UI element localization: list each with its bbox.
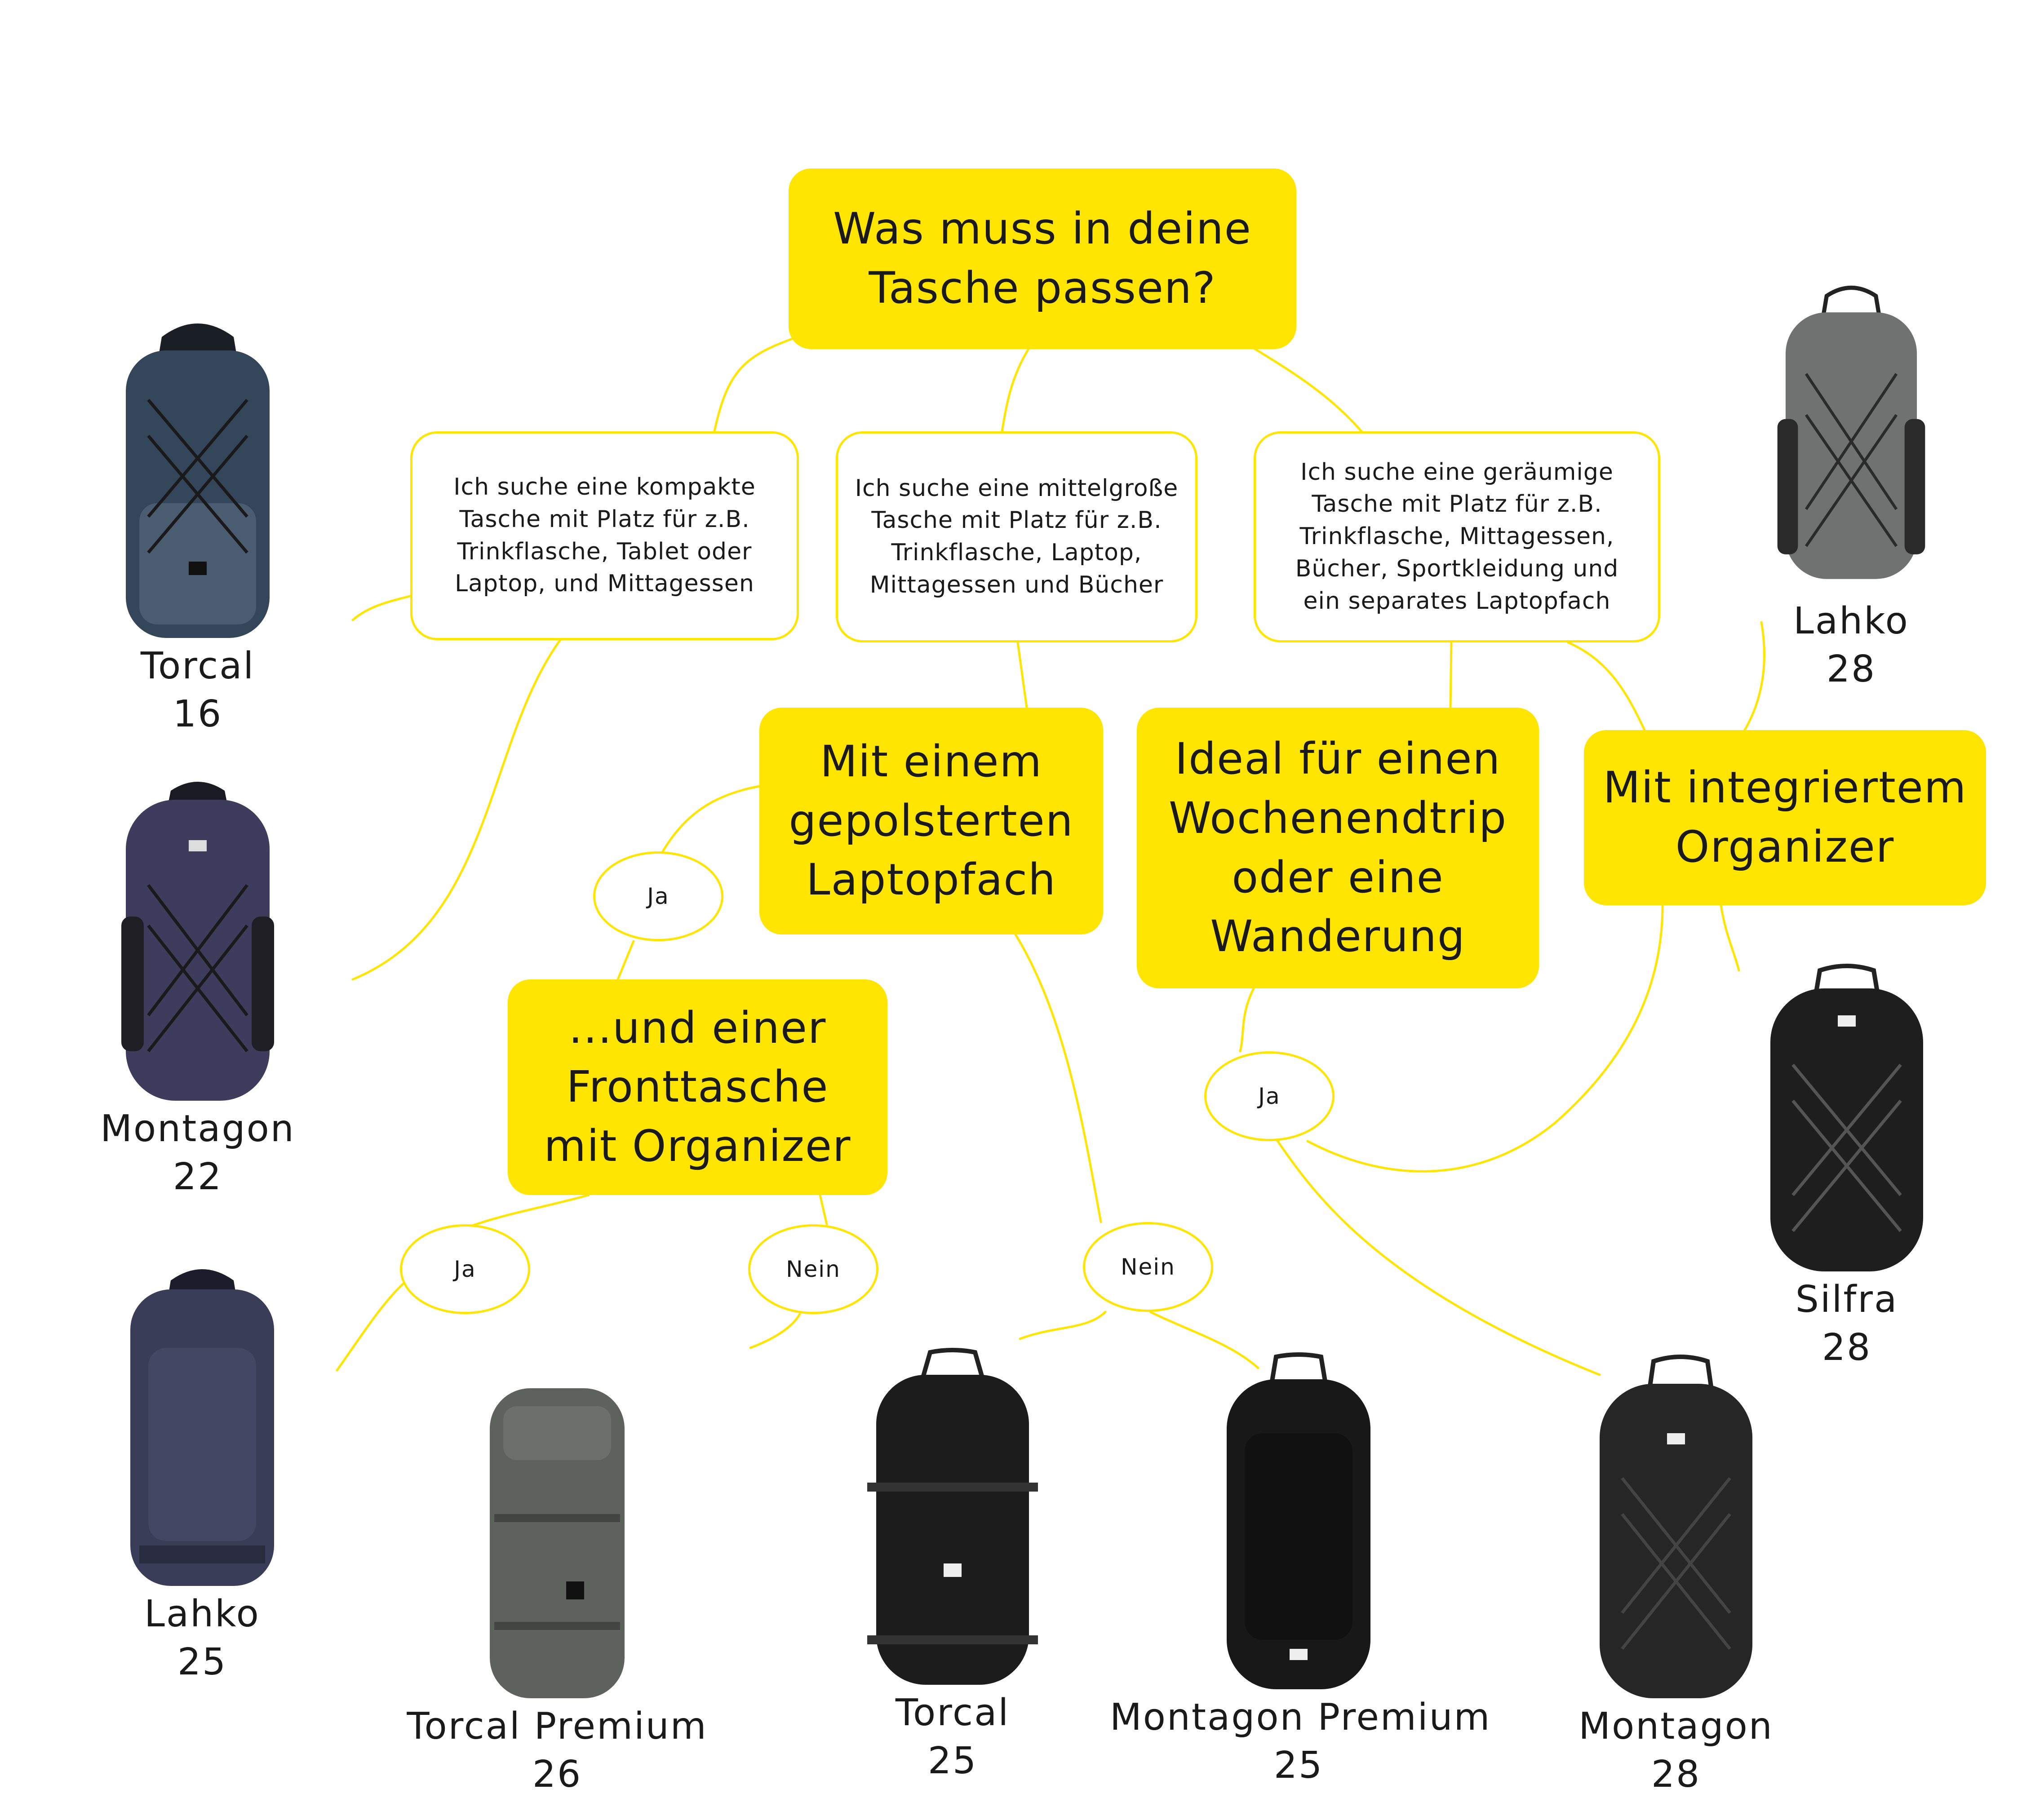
option-medium-box: Ich suche eine mittelgroße Tasche mit Pl… <box>836 431 1197 642</box>
product-montagon-22: Montagon 22 <box>72 773 324 1201</box>
connector-line <box>468 1194 590 1228</box>
feature-laptop-text: Mit einem gepolsterten Laptopfach <box>789 736 1074 905</box>
product-lahko-28: Lahko 28 <box>1734 265 1968 693</box>
connector-line <box>1016 641 1028 709</box>
connector-line <box>819 1194 828 1226</box>
option-compact-text: Ich suche eine kompakte Tasche mit Platz… <box>453 474 756 598</box>
main-question-text: Was muss in deine Tasche passen? <box>833 204 1252 313</box>
connector-line <box>1275 1138 1601 1376</box>
answer-label: Ja <box>1258 1083 1281 1109</box>
feature-organizer-text: Mit integriertem Organizer <box>1603 762 1967 872</box>
option-large-text: Ich suche eine geräumige Tasche mit Plat… <box>1295 458 1619 615</box>
option-large-box: Ich suche eine geräumige Tasche mit Plat… <box>1254 431 1660 642</box>
connector-line <box>1239 987 1255 1053</box>
product-name: Torcal <box>895 1692 1010 1734</box>
connector-line <box>1149 1311 1259 1369</box>
feature-organizer-box: Mit integriertem Organizer <box>1584 730 1986 905</box>
product-name: Silfra <box>1795 1278 1898 1321</box>
connector-line <box>1014 933 1102 1223</box>
answer-nein-laptop: Nein <box>1083 1222 1213 1312</box>
backpack-black-icon <box>1227 1352 1370 1689</box>
feature-weekend-text: Ideal für einen Wochenendtrip oder eine … <box>1168 734 1508 962</box>
connector-line <box>1720 904 1740 972</box>
connector-line <box>1567 641 1646 731</box>
connector-line <box>1252 347 1363 433</box>
backpack-blue-icon <box>130 1269 274 1586</box>
product-montagon-premium-25: Montagon Premium 25 <box>1110 1352 1491 1789</box>
product-lahko-25: Lahko 25 <box>81 1258 324 1686</box>
answer-ja-front-pocket: Ja <box>400 1224 530 1314</box>
answer-nein-front-pocket: Nein <box>748 1224 878 1314</box>
option-compact-box: Ich suche eine kompakte Tasche mit Platz… <box>410 431 799 640</box>
connector-line <box>713 335 801 433</box>
connector-line <box>351 594 415 621</box>
connector-line <box>749 1313 801 1349</box>
answer-label: Nein <box>1121 1254 1175 1280</box>
backpack-black-icon <box>867 1348 1038 1685</box>
answer-label: Nein <box>786 1256 841 1282</box>
backpack-black-icon <box>1600 1355 1752 1698</box>
backpack-olive-icon <box>490 1388 625 1698</box>
product-name: Montagon <box>1579 1705 1774 1748</box>
connector-line <box>1742 621 1765 734</box>
connector-line <box>351 637 563 981</box>
connector-line <box>661 785 761 853</box>
main-question-box: Was muss in deine Tasche passen? <box>789 168 1296 349</box>
product-size: 22 <box>173 1155 223 1198</box>
product-size: 28 <box>1822 1326 1872 1369</box>
answer-label: Ja <box>454 1256 476 1282</box>
product-montagon-28: Montagon 28 <box>1546 1352 1806 1798</box>
connector-line <box>1306 904 1664 1173</box>
feature-weekend-box: Ideal für einen Wochenendtrip oder eine … <box>1137 708 1539 988</box>
backpack-navy-icon <box>126 323 270 638</box>
connector-line <box>1449 641 1453 709</box>
product-name: Torcal <box>140 645 255 687</box>
answer-ja-laptop: Ja <box>593 851 723 941</box>
connector-line <box>616 940 635 981</box>
product-torcal-25: Torcal 25 <box>822 1348 1083 1785</box>
backpack-purple-icon <box>121 782 274 1101</box>
backpack-black-icon <box>1770 964 1923 1271</box>
answer-label: Ja <box>647 883 670 909</box>
product-size: 16 <box>173 692 223 735</box>
option-medium-text: Ich suche eine mittelgroße Tasche mit Pl… <box>855 474 1179 598</box>
feature-front-pocket-box: ...und einer Fronttasche mit Organizer <box>508 979 887 1195</box>
product-name: Lahko <box>1793 600 1909 642</box>
feature-front-pocket-text: ...und einer Fronttasche mit Organizer <box>544 1002 851 1171</box>
product-torcal-premium-26: Torcal Premium 26 <box>404 1370 710 1798</box>
product-size: 28 <box>1826 647 1876 691</box>
connector-line <box>1019 1311 1107 1340</box>
product-size: 25 <box>1273 1744 1324 1787</box>
product-torcal-16: Torcal 16 <box>72 310 324 738</box>
product-size: 25 <box>927 1739 978 1782</box>
product-name: Montagon Premium <box>1110 1696 1491 1739</box>
product-name: Montagon <box>100 1107 295 1150</box>
product-size: 25 <box>177 1640 227 1683</box>
connector-line <box>1001 347 1030 433</box>
product-name: Torcal Premium <box>407 1705 708 1748</box>
product-silfra-28: Silfra 28 <box>1721 961 1973 1372</box>
connector-line <box>336 1281 406 1372</box>
backpack-grey-icon <box>1777 285 1925 579</box>
product-name: Lahko <box>144 1593 260 1635</box>
product-size: 28 <box>1651 1753 1701 1796</box>
product-size: 26 <box>532 1753 582 1796</box>
feature-laptop-box: Mit einem gepolsterten Laptopfach <box>759 708 1103 934</box>
answer-ja-weekend: Ja <box>1204 1051 1335 1141</box>
